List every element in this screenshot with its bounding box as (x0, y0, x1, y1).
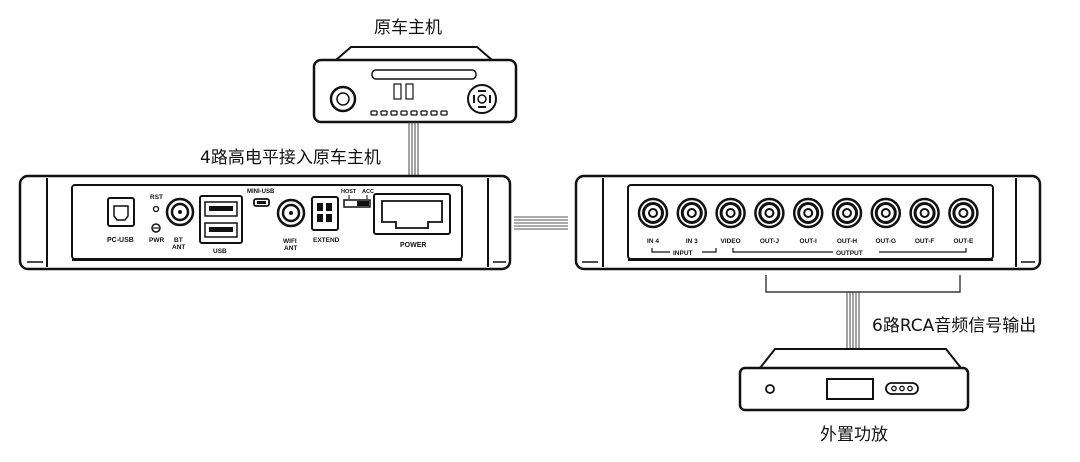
rca-output-label: 6路RCA音频信号输出 (872, 316, 1037, 336)
rca-port-label: OUT-I (800, 238, 818, 245)
input-group-label: INPUT (673, 250, 693, 257)
mini-usb-port (253, 198, 270, 207)
rst-label: RST (150, 194, 163, 201)
pwr-label: PWR (149, 237, 164, 244)
host-label: HOST (341, 189, 357, 195)
output-group-label: OUTPUT (836, 250, 863, 257)
extend-connector (311, 196, 339, 231)
usb-ports (199, 195, 243, 244)
rca-jack (754, 197, 785, 229)
rca-port-label: OUT-E (953, 238, 974, 245)
rca-jack (909, 197, 940, 229)
power-connector (373, 193, 451, 235)
rca-port-label: OUT-J (760, 238, 780, 245)
link-cable (514, 216, 568, 230)
pc-usb-port (107, 197, 135, 227)
usb-label: USB (213, 248, 227, 255)
bt-antenna-port (165, 197, 195, 227)
head-unit-label: 原车主机 (374, 18, 442, 38)
rca-jack (715, 197, 746, 229)
rca-port-label: OUT-H (837, 238, 858, 245)
output-bracket (765, 275, 961, 293)
rca-port-row: IN 4 IN 3 VIDEO OUT-J OUT-I OUT-H OUT-G OUT-F OU… (637, 197, 979, 245)
high-level-input-label: 4路高电平接入原车主机 (200, 148, 381, 168)
reset-button (152, 205, 160, 213)
host-acc-switch (343, 199, 371, 208)
rca-jack (637, 197, 669, 229)
external-amp-label: 外置功放 (820, 425, 888, 445)
bt-label: BT (174, 237, 183, 244)
rca-jack (676, 197, 708, 229)
rca-port-label: OUT-G (876, 238, 897, 245)
rca-port-label: VIDEO (720, 238, 740, 245)
wifi-antenna-port (276, 198, 306, 228)
pc-usb-label: PC-USB (107, 237, 134, 244)
rca-port-label: IN 4 (647, 238, 659, 245)
bt-ant-label: ANT (172, 244, 185, 251)
acc-label: ACC (362, 189, 374, 195)
rca-port-label: OUT-F (915, 238, 935, 245)
rca-jack (948, 197, 979, 229)
power-label: POWER (400, 242, 426, 249)
extend-label: EXTEND (313, 237, 340, 244)
head-unit-device (312, 46, 518, 124)
external-amp-device (738, 348, 970, 412)
rca-jack (792, 197, 824, 229)
wifi-ant-label: ANT (284, 245, 297, 252)
rca-jack (870, 197, 902, 229)
rca-port-label: IN 3 (686, 238, 698, 245)
group-brackets (651, 248, 967, 253)
mini-usb-label: MINI-USB (247, 189, 275, 195)
rca-jack (831, 197, 863, 229)
amp-cable (846, 292, 860, 352)
wifi-label: WIFI (283, 238, 297, 245)
